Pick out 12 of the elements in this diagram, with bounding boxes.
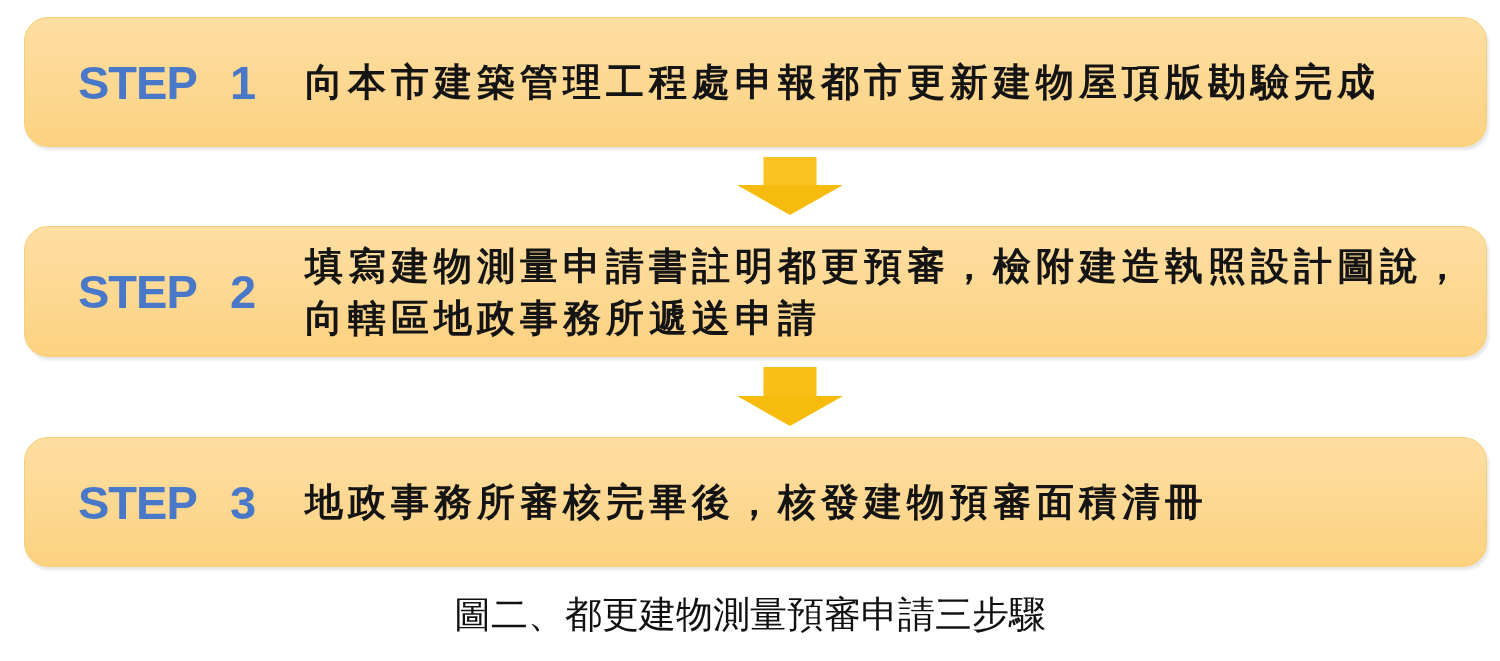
- step-text: 填寫建物測量申請書註明都更預審，檢附建造執照設計圖說，向轄區地政事務所遞送申請: [305, 242, 1467, 342]
- step-box: [24, 226, 1487, 357]
- step-box: [24, 437, 1487, 567]
- step-label: STEP 1: [78, 54, 256, 110]
- step-text: 地政事務所審核完畢後，核發建物預審面積清冊: [305, 479, 1208, 526]
- down-arrow: [737, 367, 843, 426]
- step-text: 向本市建築管理工程處申報都市更新建物屋頂版勘驗完成: [305, 59, 1380, 106]
- step-box: [24, 17, 1487, 147]
- figure-caption: 圖二、都更建物測量預審申請三步驟: [454, 593, 1046, 637]
- step-label: STEP 3: [78, 474, 256, 530]
- down-arrow: [737, 157, 843, 215]
- step-label: STEP 2: [78, 264, 256, 319]
